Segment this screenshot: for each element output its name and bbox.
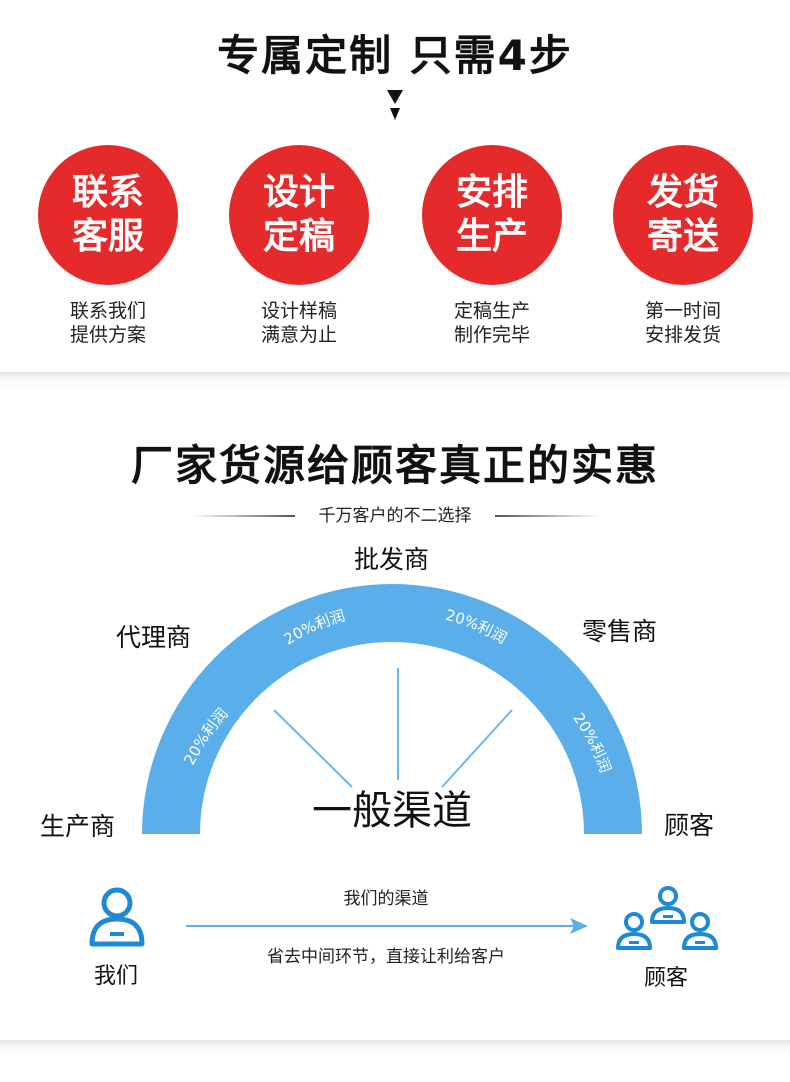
chevron-down-icon: [387, 90, 403, 120]
node-wholesaler: 批发商: [354, 545, 430, 574]
section-divider: [0, 372, 790, 388]
subtitle-line-left: [190, 515, 295, 517]
steps-section: 专属定制 只需4步 联系 客服 联系我们 提供方案 设计 定稿 设计样稿 满意为…: [0, 0, 790, 372]
step-contact-service: 联系 客服 联系我们 提供方案: [33, 145, 183, 347]
spoke-line: [441, 709, 513, 788]
step-description: 联系我们 提供方案: [69, 300, 146, 346]
step-circle: 发货 寄送: [613, 145, 753, 285]
our-channel-label: 我们的渠道: [343, 889, 429, 909]
step-shipping: 发货 寄送 第一时间 安排发货: [608, 145, 758, 347]
factory-title: 厂家货源给顾客真正的实惠: [130, 441, 659, 490]
step-circle: 设计 定稿: [229, 145, 369, 285]
spoke-line: [273, 709, 353, 788]
skip-middlemen-label: 省去中间环节，直接让利给客户: [267, 947, 505, 967]
general-channel-label: 一般渠道: [312, 788, 472, 834]
subtitle-row: 千万客户的不二选择: [190, 504, 600, 528]
customers-label: 顾客: [644, 966, 689, 991]
section-divider: [0, 1040, 790, 1056]
arrow-right-icon: [186, 918, 588, 934]
step-description: 设计样稿 满意为止: [260, 300, 337, 346]
direct-channel-flow: 我们 我们的渠道 省去中间环节，直接让利给客户 顾客: [0, 870, 790, 1040]
step-description: 第一时间 安排发货: [644, 300, 721, 346]
node-retailer: 零售商: [582, 617, 658, 646]
step-circle: 联系 客服: [38, 145, 178, 285]
arch-band: [142, 584, 642, 834]
step-production: 安排 生产 定稿生产 制作完毕: [417, 145, 567, 347]
step-circle: 安排 生产: [422, 145, 562, 285]
us-label: 我们: [94, 964, 139, 989]
node-customer: 顾客: [664, 811, 715, 840]
step-description: 定稿生产 制作完毕: [453, 300, 530, 346]
user-icon: [89, 887, 145, 947]
subtitle-line-right: [495, 515, 600, 517]
node-agent: 代理商: [116, 623, 192, 652]
users-group-icon: [616, 886, 718, 950]
steps-title: 专属定制 只需4步: [217, 31, 573, 80]
node-producer: 生产商: [40, 812, 116, 841]
subtitle: 千万客户的不二选择: [318, 506, 472, 526]
step-design: 设计 定稿 设计样稿 满意为止: [224, 145, 374, 347]
channel-arch-diagram: 20%利润 20%利润 20%利润 20%利润 一般渠道: [142, 584, 642, 834]
